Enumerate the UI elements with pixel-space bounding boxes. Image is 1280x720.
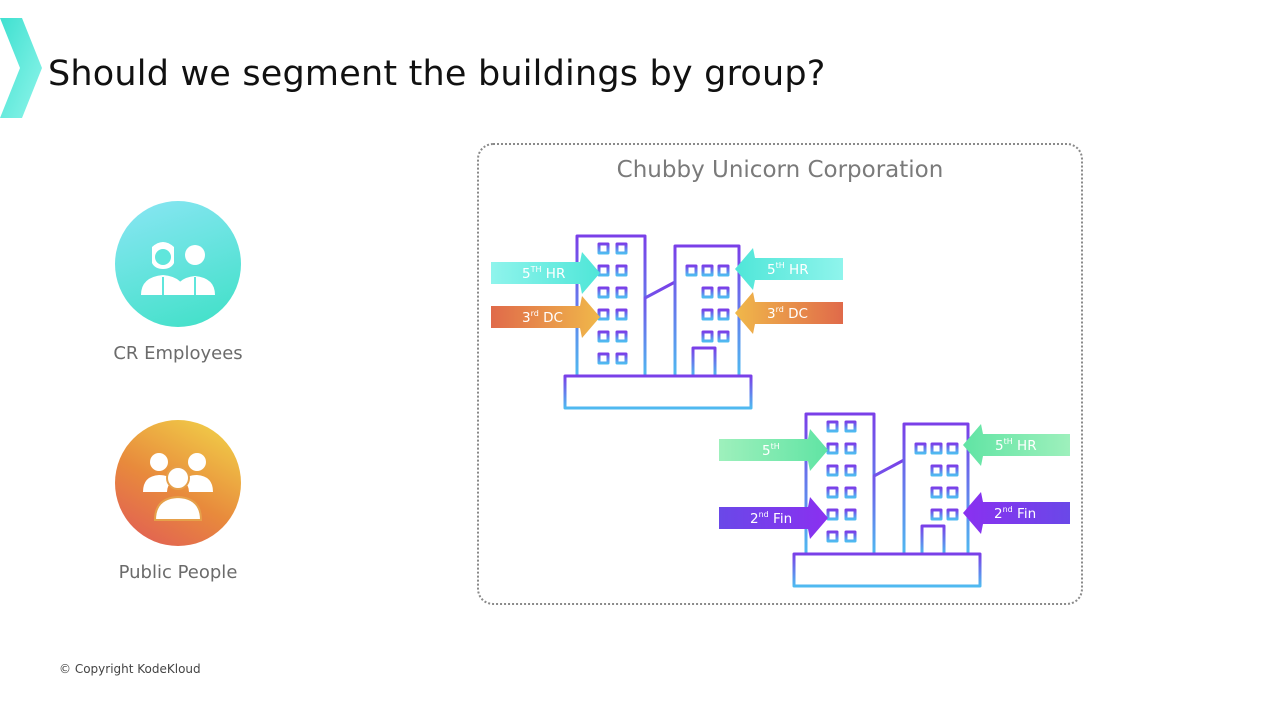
corporation-title: Chubby Unicorn Corporation xyxy=(616,157,944,183)
arrow-a-left-1-label: 5TH HR xyxy=(522,265,565,282)
page-title: Should we segment the buildings by group… xyxy=(48,54,826,94)
arrow-b-left-2: 2nd Fin xyxy=(719,497,828,539)
people-group-icon xyxy=(143,453,213,521)
copyright-footer: © Copyright KodeKloud xyxy=(59,662,201,676)
building-b-icon xyxy=(792,400,982,588)
arrow-a-right-1-label: 5tH HR xyxy=(767,261,809,278)
arrow-a-left-2: 3rd DC xyxy=(491,296,600,338)
arrow-b-right-2-label: 2nd Fin xyxy=(994,505,1036,522)
arrow-a-right-2-label: 3rd DC xyxy=(767,305,808,322)
arrow-b-right-1: 5tH HR xyxy=(963,424,1070,466)
arrow-a-left-1: 5TH HR xyxy=(491,252,600,294)
public-people-circle xyxy=(115,420,241,546)
group-public-people: Public People xyxy=(88,420,268,583)
employees-circle xyxy=(115,201,241,327)
logo-chevron-icon xyxy=(0,18,42,118)
group-cr-employees: CR Employees xyxy=(88,201,268,364)
arrow-b-right-2: 2nd Fin xyxy=(963,492,1070,534)
employees-icon xyxy=(141,242,215,295)
arrow-b-right-1-label: 5tH HR xyxy=(995,437,1037,454)
arrow-a-left-2-label: 3rd DC xyxy=(522,309,563,326)
public-people-label: Public People xyxy=(118,562,238,583)
arrow-b-left-1: 5tH xyxy=(719,429,828,471)
corporation-box: Chubby Unicorn Corporation xyxy=(477,143,1083,605)
arrow-b-left-2-label: 2nd Fin xyxy=(750,510,792,527)
arrow-a-right-1: 5tH HR xyxy=(735,248,843,290)
arrow-b-left-1-label: 5tH xyxy=(762,442,780,459)
cr-employees-label: CR Employees xyxy=(113,343,243,364)
arrow-a-right-2: 3rd DC xyxy=(735,292,843,334)
